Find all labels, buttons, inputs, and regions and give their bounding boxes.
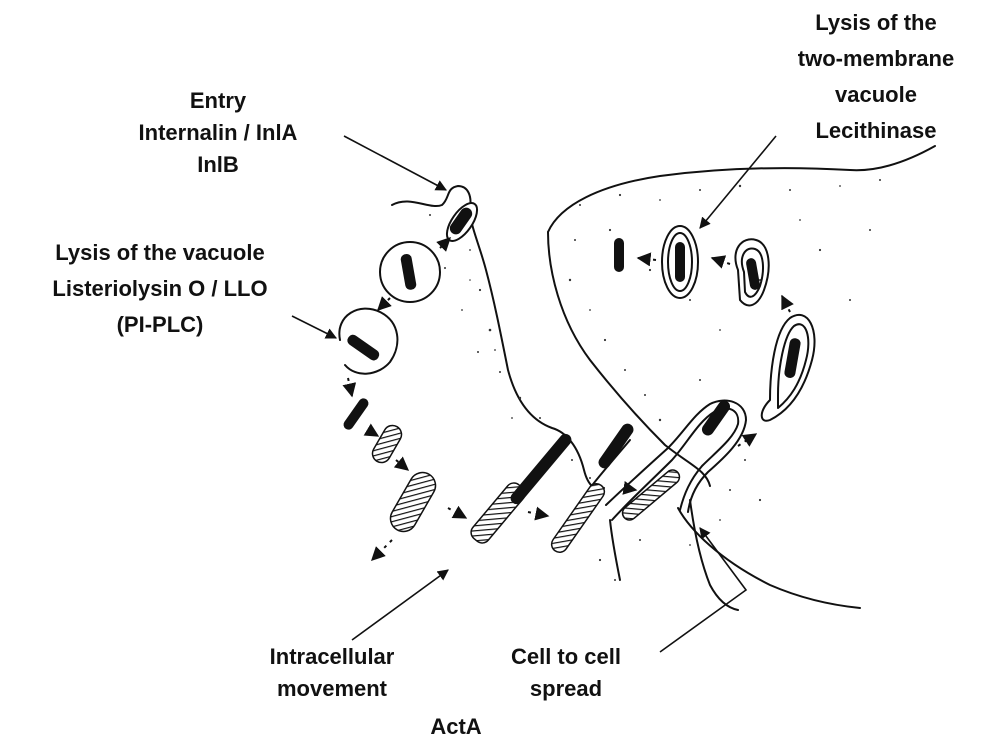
svg-text:two-membrane: two-membrane [798, 46, 954, 71]
lysing-vacuole [662, 226, 698, 298]
label-lysis-two-membrane: Lysis of the two-membrane vacuole Lecith… [798, 10, 954, 143]
label-intracellular-movement: Intracellular movement [270, 644, 395, 701]
label-pointers [292, 136, 776, 652]
label-two-membrane-line-1: Lysis of the [815, 10, 936, 35]
label-intracellular-line-2: movement [277, 676, 388, 701]
actin-coated-bacterium-1 [369, 422, 405, 466]
two-membrane-vacuole-1 [762, 315, 815, 421]
svg-text:vacuole: vacuole [835, 82, 917, 107]
released-bacterium [614, 238, 624, 272]
label-intracellular-line-1: Intracellular [270, 644, 395, 669]
svg-text:Lysis of the vacuole: Lysis of the vacuole [55, 240, 264, 265]
protrusion-bacterium [620, 398, 733, 523]
infected-cell-membrane [392, 186, 630, 489]
label-cell-to-cell-spread: Cell to cell spread [511, 644, 621, 701]
label-entry-line-2: Internalin / InlA [139, 120, 298, 145]
protrusion-membrane [606, 401, 746, 520]
label-entry-line-1: Entry [190, 88, 247, 113]
comet-bacterium-1 [508, 431, 574, 506]
label-lysis-vacuole-line-2: Listeriolysin O / LLO [52, 276, 267, 301]
label-lysis-vacuole: Lysis of the vacuole Listeriolysin O / L… [52, 240, 267, 337]
label-acta: ActA [430, 714, 481, 739]
vacuole-2-lysing [339, 309, 397, 374]
svg-text:Listeriolysin O / LLO: Listeriolysin O / LLO [52, 276, 267, 301]
label-cell-to-cell-line-2: spread [530, 676, 602, 701]
svg-text:Intracellular: Intracellular [270, 644, 395, 669]
label-entry-line-3: InlB [197, 152, 239, 177]
label-entry: Entry Internalin / InlA InlB [139, 88, 298, 177]
svg-text:spread: spread [530, 676, 602, 701]
svg-text:movement: movement [277, 676, 388, 701]
label-two-membrane-line-4: Lecithinase [815, 118, 936, 143]
svg-text:(PI-PLC): (PI-PLC) [117, 312, 204, 337]
svg-text:Lysis of the: Lysis of the [815, 10, 936, 35]
svg-text:Cell to cell: Cell to cell [511, 644, 621, 669]
label-lysis-vacuole-line-3: (PI-PLC) [117, 312, 204, 337]
actin-coated-bacterium-2 [386, 468, 441, 536]
label-lysis-vacuole-line-1: Lysis of the vacuole [55, 240, 264, 265]
vacuole-1 [380, 242, 440, 302]
svg-text:Entry: Entry [190, 88, 247, 113]
two-membrane-vacuole-2 [735, 239, 768, 305]
neighbor-cell-membrane [548, 146, 935, 610]
label-two-membrane-line-2: two-membrane [798, 46, 954, 71]
label-two-membrane-line-3: vacuole [835, 82, 917, 107]
free-bacterium [342, 396, 371, 431]
svg-text:Internalin / InlA: Internalin / InlA [139, 120, 298, 145]
label-cell-to-cell-line-1: Cell to cell [511, 644, 621, 669]
svg-text:InlB: InlB [197, 152, 239, 177]
svg-text:Lecithinase: Lecithinase [815, 118, 936, 143]
